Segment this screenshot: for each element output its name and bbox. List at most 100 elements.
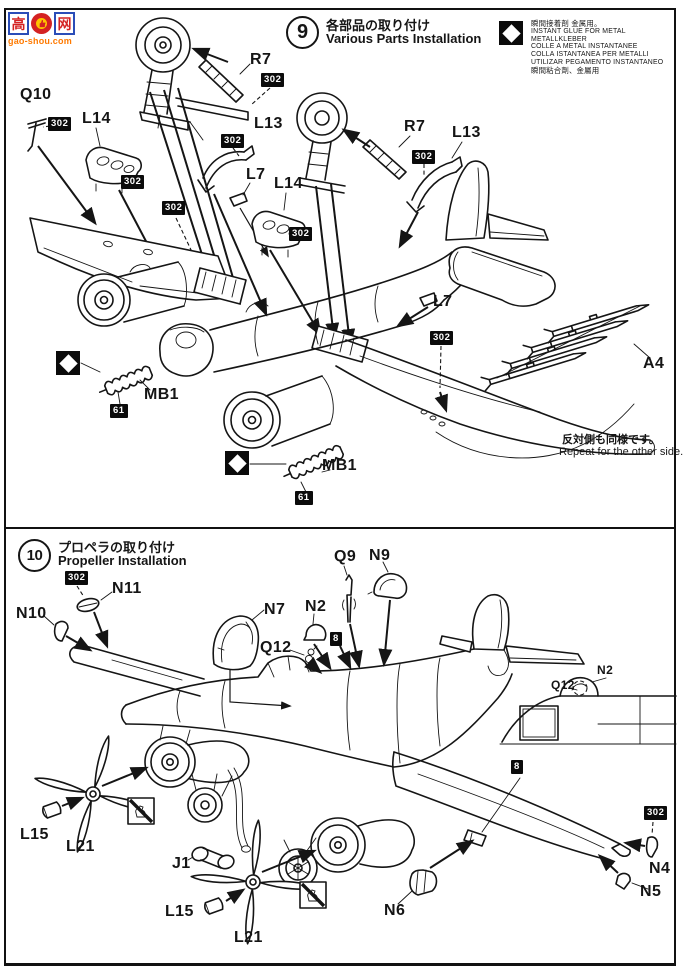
landing-gear-right <box>296 92 348 194</box>
paint-callout-302-5: 302 <box>162 201 186 215</box>
part-label-n4: N4 <box>649 860 671 877</box>
part-label-l15-2: L15 <box>165 903 194 920</box>
paint-callout-8-1: 8 <box>330 632 342 646</box>
aircraft-step10 <box>69 593 631 888</box>
step-number-9: 9 <box>286 16 319 49</box>
part-n11 <box>76 597 100 613</box>
part-r7-left <box>198 59 244 103</box>
logo-char-right: 网 <box>54 12 75 35</box>
glue-note-es: UTILIZAR PEGAMENTO INSTANTANEO <box>531 58 664 66</box>
part-a4-rockets <box>480 303 650 392</box>
part-label-q12-1: Q12 <box>260 639 292 656</box>
logo-char-left: 高 <box>8 12 29 35</box>
step10-title-en: Propeller Installation <box>58 553 187 568</box>
paint-callout-8-2: 8 <box>511 760 523 774</box>
part-label-n11: N11 <box>112 580 142 597</box>
part-l15-left <box>42 801 62 819</box>
paint-callout-61-1: 61 <box>110 404 128 418</box>
step9-title-jp: 各部品の取り付け <box>326 18 431 33</box>
part-label-l15-1: L15 <box>20 826 49 843</box>
part-n2 <box>303 623 327 641</box>
part-n5 <box>615 872 631 890</box>
step-number-10: 10 <box>18 539 51 572</box>
border-right <box>674 8 676 966</box>
part-label-l7-2: L7 <box>433 293 453 310</box>
border-left <box>4 8 6 966</box>
border-top <box>4 8 676 10</box>
part-n4 <box>645 836 659 858</box>
metal-glue-icon <box>499 21 523 45</box>
part-q9 <box>342 574 356 623</box>
glue-note-de: METALLKLEBER <box>531 35 587 43</box>
part-propeller-left <box>34 735 152 853</box>
paint-callout-302-6: 302 <box>289 227 313 241</box>
part-label-l14-1: L14 <box>82 110 111 127</box>
part-label-n9: N9 <box>369 547 391 564</box>
part-j1 <box>191 846 235 870</box>
part-label-r7-2: R7 <box>404 118 426 135</box>
part-n6 <box>409 869 438 896</box>
part-n7 <box>212 615 260 671</box>
step10-title-jp: プロペラの取り付け <box>58 540 176 555</box>
no-glue-icon-1 <box>127 797 155 825</box>
metal-glue-icon-mb1-2 <box>225 451 249 475</box>
glue-note-cn: 瞬間粘合劑、金屬用 <box>531 65 600 75</box>
part-label-l7-1: L7 <box>246 166 266 183</box>
paint-callout-302-7: 302 <box>412 150 436 164</box>
glue-note-fr: COLLE A METAL INSTANTANEE <box>531 43 638 51</box>
part-label-q9: Q9 <box>334 548 357 565</box>
part-label-n5: N5 <box>640 883 662 900</box>
paint-callout-302-4: 302 <box>121 175 145 189</box>
part-q12 <box>304 645 318 664</box>
paint-callout-302-8: 302 <box>430 331 454 345</box>
glue-note-en: INSTANT GLUE FOR METAL <box>531 27 626 35</box>
part-l13-right <box>406 156 463 213</box>
part-label-j1: J1 <box>172 855 191 872</box>
repeat-note-en: Repeat for the other side. <box>559 446 684 458</box>
section-divider <box>4 527 676 529</box>
glue-note-jp: 瞬間接着剤 金属用。 <box>531 19 602 28</box>
part-l7-left <box>229 192 248 207</box>
no-glue-icon-2 <box>299 881 327 909</box>
inset-label-n2: N2 <box>597 663 614 677</box>
step-10-number-text: 10 <box>26 547 43 564</box>
part-n10 <box>53 620 69 642</box>
watermark-logo: 高 网 gao-shou.com <box>8 12 75 46</box>
part-q10 <box>27 118 47 152</box>
cockpit-inset <box>499 676 677 745</box>
step9-title-en: Various Parts Installation <box>326 31 482 46</box>
landing-gear-left <box>135 17 249 141</box>
part-propeller-right <box>190 819 316 945</box>
border-bottom <box>4 963 676 966</box>
part-label-l13-1: L13 <box>254 115 283 132</box>
paint-callout-302-10: 302 <box>644 806 668 820</box>
part-label-r7-1: R7 <box>250 51 272 68</box>
metal-glue-icon-mb1-1 <box>56 351 80 375</box>
part-label-l14-2: L14 <box>274 175 303 192</box>
paint-callout-61-2: 61 <box>295 491 313 505</box>
part-n9 <box>367 572 408 600</box>
paint-callout-302-9: 302 <box>65 571 89 585</box>
part-label-a4: A4 <box>643 355 665 372</box>
part-label-n2-1: N2 <box>305 598 327 615</box>
logo-site-text: gao-shou.com <box>8 36 72 46</box>
step-9-number-text: 9 <box>296 21 309 43</box>
glue-note-it: COLLA ISTANTANEA PER METALLI <box>531 51 649 59</box>
part-label-q10: Q10 <box>20 86 52 103</box>
paint-callout-302-2: 302 <box>261 73 285 87</box>
part-label-mb1-2: MB1 <box>322 457 357 474</box>
paint-callout-302-3: 302 <box>221 134 245 148</box>
paint-callout-302-1: 302 <box>48 117 72 131</box>
glue-note: 瞬間接着剤 金属用。 INSTANT GLUE FOR METAL METALL… <box>531 20 663 75</box>
repeat-note-jp: 反対側も同様です。 <box>562 434 660 446</box>
part-label-n7: N7 <box>264 601 286 618</box>
part-label-n10: N10 <box>16 605 47 622</box>
part-r7-right <box>362 139 407 180</box>
thumb-up-icon <box>31 13 52 34</box>
part-label-mb1-1: MB1 <box>144 386 179 403</box>
step9-art <box>27 17 655 493</box>
part-label-l13-2: L13 <box>452 124 481 141</box>
step10-art <box>34 561 677 945</box>
